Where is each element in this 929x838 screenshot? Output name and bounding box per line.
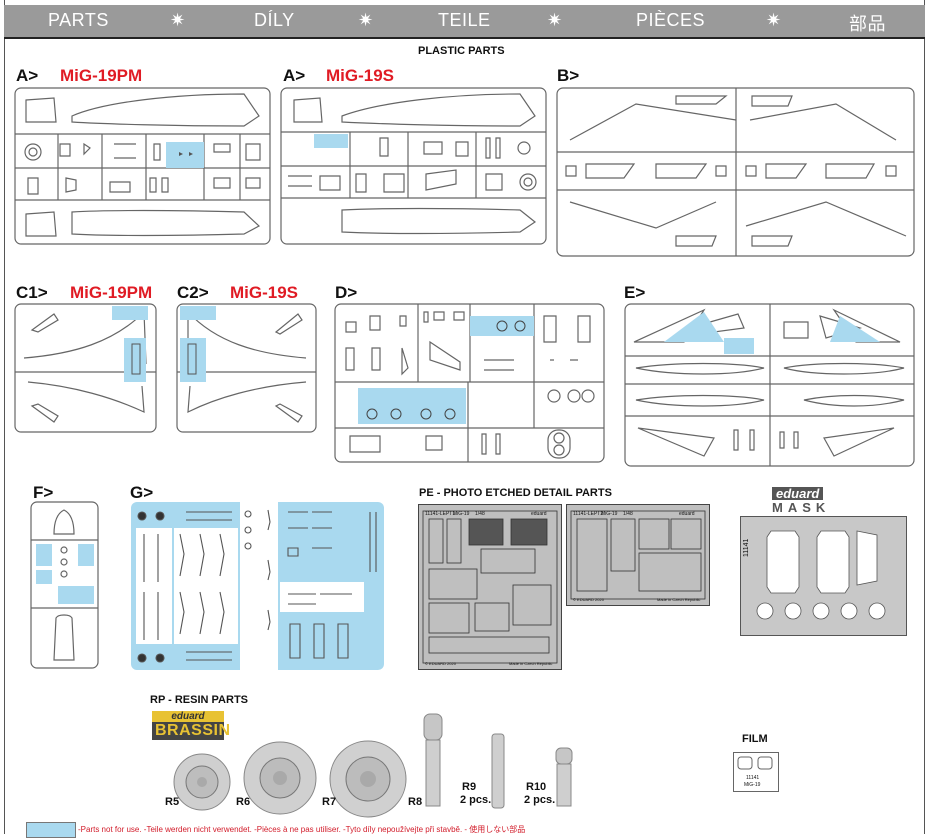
pe-fret-1-made-in: Made in Czech Republic: [509, 661, 553, 666]
header-teile: TEILE: [438, 10, 491, 30]
pe-fret-1-code: 11141-LEPT1: [425, 511, 456, 517]
pe-fret-1-brand: eduard: [531, 511, 547, 517]
resin-label-r5: R5: [165, 796, 180, 808]
resin-wheel-r6: [243, 741, 317, 815]
header-bar: PARTS ✷ DÍLY ✷ TEILE ✷ PIÈCES ✷ 部品: [4, 5, 925, 39]
pe-fret-2-model: MiG-19: [601, 511, 618, 517]
resin-label-r6: R6: [236, 796, 251, 808]
pe-fret-2-code: 11141-LEPT2: [573, 511, 604, 517]
resin-wheel-r5: [173, 753, 231, 811]
plastic-parts-title: PLASTIC PARTS: [418, 45, 505, 57]
pe-title: PE - PHOTO ETCHED DETAIL PARTS: [419, 487, 612, 499]
sprue-c1-name: MiG-19PM: [70, 283, 153, 302]
sprue-a1-drawing: [14, 87, 271, 245]
pe-fret-2-brand: eduard: [679, 511, 695, 517]
film-title: FILM: [742, 733, 768, 745]
sprue-e-letter: E>: [624, 283, 646, 302]
pe-fret-2-scale: 1/48: [623, 511, 633, 517]
sprue-b-letter: B>: [557, 66, 580, 85]
sprue-f-drawing: [30, 501, 99, 669]
sprue-g-letter: G>: [130, 483, 154, 502]
sprue-d-letter: D>: [335, 283, 358, 302]
sprue-c1-drawing: [14, 303, 157, 433]
mask-code: 11141: [743, 538, 750, 557]
pe-fret-1-model: MiG-19: [453, 511, 470, 517]
pe-fret-1: 11141-LEPT1 MiG-19 1/48 eduard © EDUARD …: [418, 504, 562, 670]
header-separator-star: ✷: [547, 10, 563, 30]
film-model: MiG-19: [744, 782, 761, 788]
mask-sheet: 11141: [740, 516, 907, 636]
brassin-logo-top: eduard: [152, 711, 224, 722]
header-pieces: PIÈCES: [636, 10, 706, 30]
film-sheet: 11141 MiG-19: [733, 752, 779, 792]
header-separator-star: ✷: [170, 10, 186, 30]
resin-label-r9: R9: [462, 781, 477, 793]
pe-fret-1-scale: 1/48: [475, 511, 485, 517]
header-separator-star: ✷: [766, 10, 782, 30]
brassin-logo-bottom: BRASSIN: [152, 722, 230, 740]
sprue-g-drawing: [131, 502, 384, 670]
pe-fret-2-copyright: © EDUARD 2020: [573, 597, 604, 602]
sprue-e-drawing: [624, 303, 915, 467]
mask-sheet-drawing: [756, 530, 886, 620]
resin-part-r10: [555, 747, 573, 807]
sprue-a2-letter: A>: [283, 66, 306, 85]
sprue-a1-name: MiG-19PM: [60, 66, 143, 85]
sprue-a2-name: MiG-19S: [326, 66, 395, 85]
resin-label-r8: R8: [408, 796, 423, 808]
resin-part-r8: [423, 713, 443, 807]
sprue-a1-letter: A>: [16, 66, 39, 85]
sprue-c2-letter: C2>: [177, 283, 209, 302]
sprue-b-drawing: [556, 87, 915, 257]
sprue-a2-drawing: [280, 87, 547, 245]
sprue-f-letter: F>: [33, 483, 54, 502]
pe-fret-1-drawing: [422, 510, 558, 664]
mask-word: MASK: [772, 500, 831, 515]
sprue-c2-name: MiG-19S: [230, 283, 299, 302]
film-sheet-drawing: [737, 756, 773, 770]
legend-text: -Parts not for use. -Teile werden nicht …: [78, 825, 526, 834]
header-buhin: 部品: [849, 14, 886, 34]
header-dily: DÍLY: [254, 10, 295, 30]
sprue-c2-drawing: [176, 303, 317, 433]
legend-swatch: [26, 822, 76, 838]
resin-title: RP - RESIN PARTS: [150, 694, 248, 706]
brassin-logo: eduard BRASSIN: [152, 711, 230, 740]
resin-label-r10: R10: [526, 781, 547, 793]
pe-fret-1-copyright: © EDUARD 2020: [425, 661, 456, 666]
header-parts: PARTS: [48, 10, 109, 30]
sprue-c1-letter: C1>: [16, 283, 48, 302]
pe-fret-2-made-in: Made in Czech Republic: [657, 597, 701, 602]
resin-qty-r9: 2 pcs.: [460, 794, 492, 806]
resin-part-r9: [491, 733, 505, 809]
header-separator-star: ✷: [358, 10, 374, 30]
sprue-d-drawing: [334, 303, 605, 463]
resin-qty-r10: 2 pcs.: [524, 794, 556, 806]
mask-brand: eduard: [772, 487, 824, 500]
pe-fret-2-drawing: [570, 510, 706, 600]
film-code: 11141: [746, 775, 760, 781]
resin-label-r7: R7: [322, 796, 337, 808]
pe-fret-2: 11141-LEPT2 MiG-19 1/48 eduard © EDUARD …: [566, 504, 710, 606]
page-frame: [4, 0, 925, 834]
resin-wheel-r7: [329, 740, 407, 818]
